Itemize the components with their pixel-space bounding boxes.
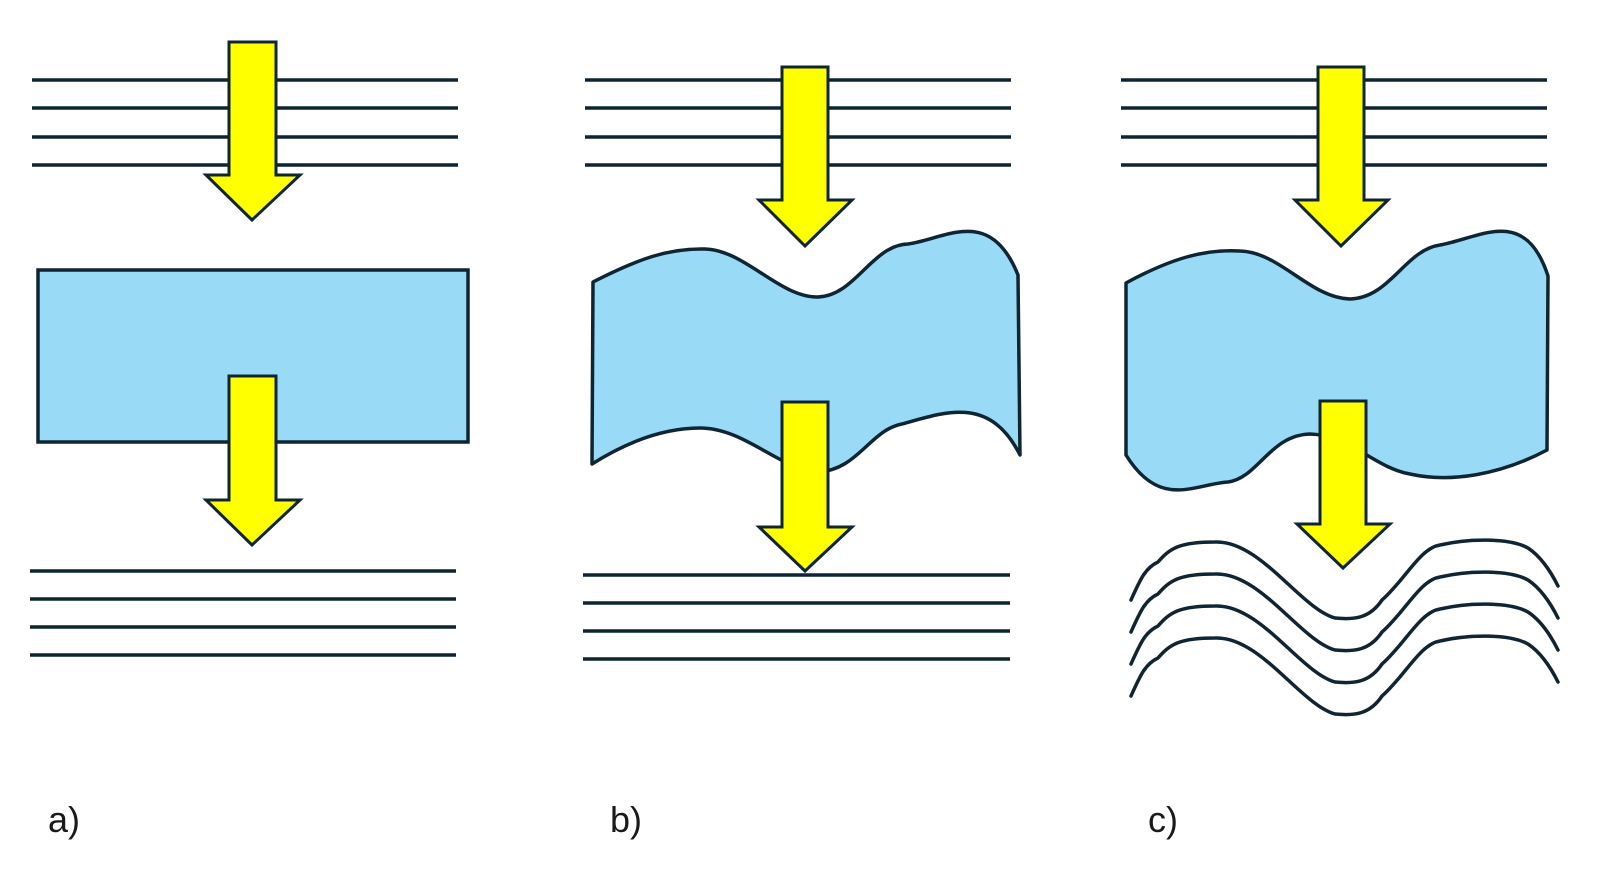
panel-a-label: a) [48, 799, 80, 840]
panel-c-top-arrow [1291, 65, 1392, 249]
panel-a-output-lines [30, 569, 456, 657]
panel-a: a) [30, 40, 470, 840]
panel-b-bottom-arrow [755, 400, 856, 574]
output-wave [1129, 538, 1560, 621]
panel-c-block [1124, 229, 1550, 492]
panel-c-bottom-arrow [1293, 399, 1394, 571]
panel-b-top-arrow [755, 65, 856, 249]
panel-c: c) [1121, 65, 1560, 840]
panel-b: b) [583, 65, 1022, 840]
panel-b-label: b) [610, 799, 642, 840]
panel-c-output-lines [1129, 538, 1560, 717]
output-wave [1129, 602, 1560, 685]
panel-b-output-lines [583, 573, 1010, 661]
panel-a-bottom-arrow [202, 374, 304, 548]
panel-b-block [590, 229, 1022, 474]
panel-a-top-arrow [202, 40, 304, 223]
panel-c-label: c) [1148, 799, 1178, 840]
output-wave [1129, 634, 1560, 717]
output-wave [1129, 570, 1560, 653]
